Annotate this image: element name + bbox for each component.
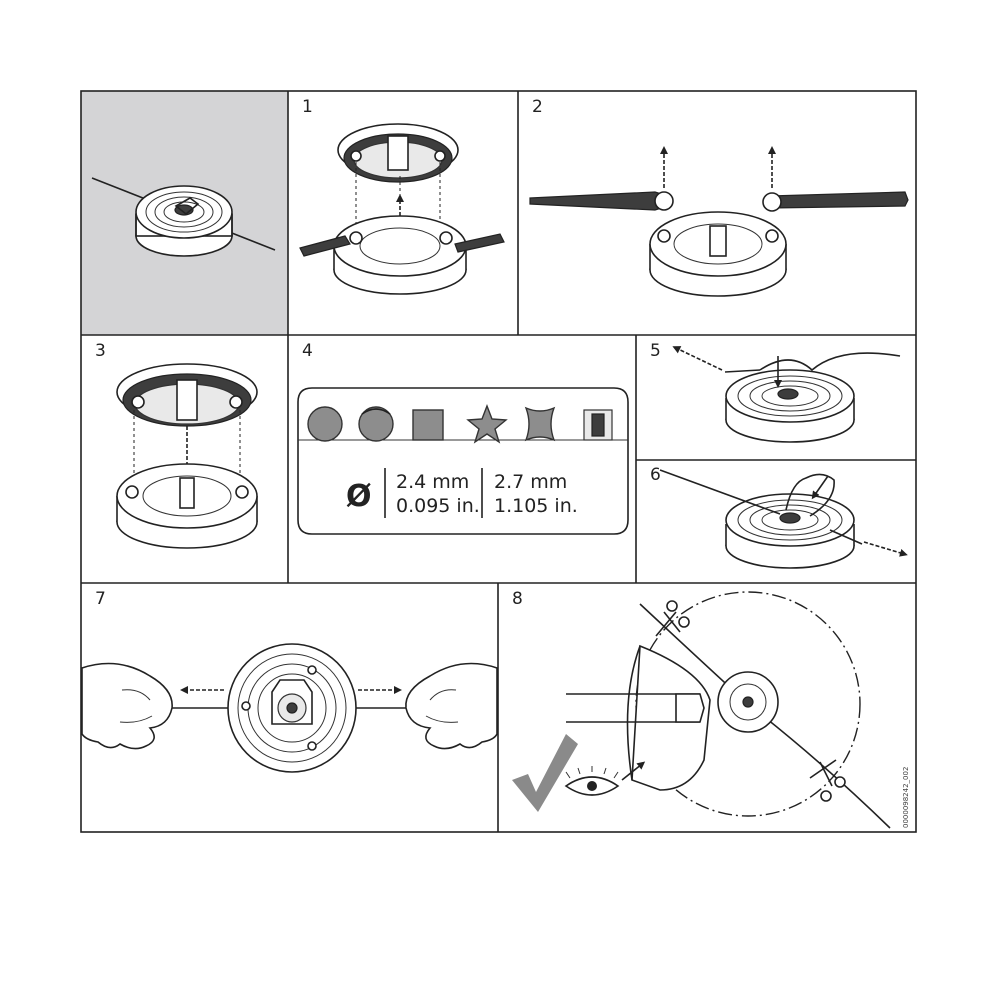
step-number-7: 7 (95, 589, 106, 609)
diameter-symbol: Ø (346, 479, 372, 514)
line-size-1-in: 0.095 in. (396, 495, 480, 517)
line-size-1-mm: 2.4 mm (396, 471, 469, 493)
line-size-2-mm: 2.7 mm (494, 471, 567, 493)
step-7-line-tension (81, 643, 498, 773)
check-mark-icon (512, 734, 578, 812)
step-number-5: 5 (650, 341, 661, 361)
step-number-8: 8 (512, 589, 523, 609)
step-number-1: 1 (302, 97, 313, 117)
line-profile-round-icon (307, 406, 343, 442)
push-arrow-step-6 (811, 475, 829, 500)
document-id: 0000098242_002 (902, 767, 910, 828)
line-profile-cored-square-icon (583, 409, 613, 441)
step-number-4: 4 (302, 341, 313, 361)
step-2-blade-removal (529, 146, 909, 297)
step-number-3: 3 (95, 341, 106, 361)
inspect-arrow (621, 761, 646, 781)
trimmer-head-overview (91, 177, 276, 257)
left-hand-icon (81, 662, 173, 750)
scissors-icon-bottom (809, 759, 846, 802)
right-hand-icon (405, 662, 498, 750)
panel-grid (80, 90, 917, 833)
step-number-6: 6 (650, 465, 661, 485)
step-5-line-insert (672, 346, 901, 443)
scissors-icon-top (655, 600, 690, 637)
pull-arrow-step-6 (863, 541, 908, 557)
line-profile-square-icon (412, 409, 444, 441)
step-8-line-length-check: 0000098242_002 (512, 591, 910, 829)
step-number-2: 2 (532, 97, 543, 117)
line-profile-twisted-icon (358, 406, 394, 442)
step-3-cover-refit (116, 363, 258, 549)
step-6-line-insert (659, 469, 908, 569)
step-1-cover-removal (299, 123, 505, 295)
line-size-2-in: 1.105 in. (494, 495, 578, 517)
pull-arrow-step-5 (672, 346, 723, 371)
line-profile-star-icon (466, 404, 508, 444)
line-profile-serrated-icon (524, 406, 556, 442)
eye-icon (564, 766, 620, 796)
line-spec-card: Ø 2.4 mm 0.095 in. 2.7 mm 1.105 in. (297, 387, 629, 535)
cutting-circle (635, 591, 861, 817)
